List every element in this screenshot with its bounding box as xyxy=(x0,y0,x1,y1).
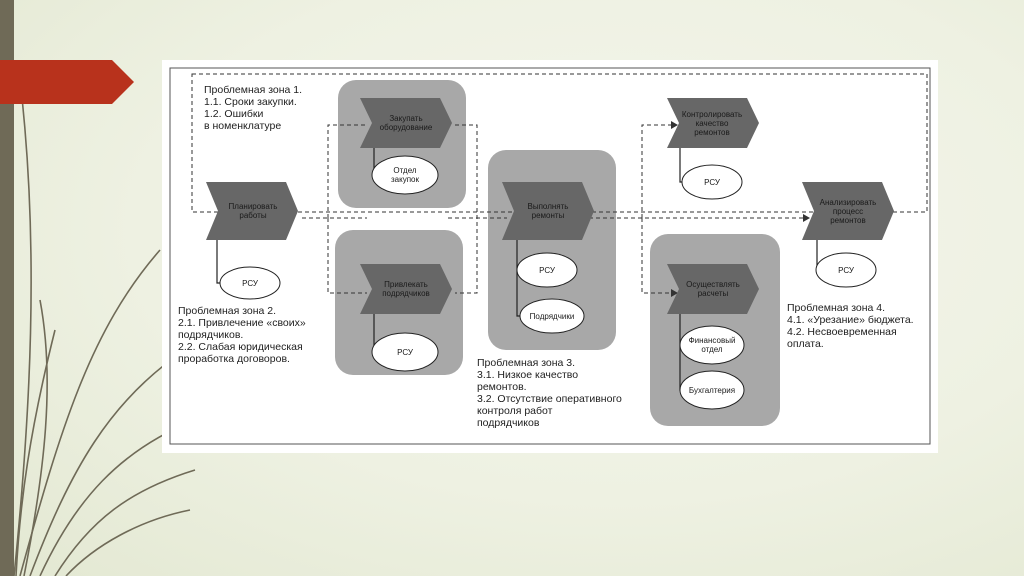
process-attract-label: Привлекать подрядчиков xyxy=(382,280,430,298)
ellipse-rsu-analyze xyxy=(815,252,877,288)
chevron-attract-shape xyxy=(360,264,452,314)
process-settle-label: Осуществлять расчеты xyxy=(686,280,740,298)
unit-rsu-control: РСУ xyxy=(704,177,720,187)
ellipse-rsu-control xyxy=(681,164,743,200)
unit-ellipses xyxy=(219,155,877,410)
ellipse-rsu-attract xyxy=(371,332,439,372)
problem-zone-4: Проблемная зона 4. 4.1. «Урезание» бюдже… xyxy=(787,302,914,350)
unit-procurement: Отдел закупок xyxy=(391,166,419,184)
ellipse-procurement xyxy=(371,155,439,195)
ellipse-finance xyxy=(679,325,745,365)
process-plan-label: Планировать работы xyxy=(228,202,278,220)
ellipse-accounting xyxy=(679,370,745,410)
process-analyze-label: Анализировать процесс ремонтов xyxy=(819,197,877,225)
diagram-panel: Планировать работы Закупать оборудование… xyxy=(162,60,938,453)
chevron-execute-shape xyxy=(502,182,594,240)
unit-rsu-analyze: РСУ xyxy=(838,265,854,275)
unit-accounting: Бухгалтерия xyxy=(688,385,736,395)
process-execute-label: Выполнять ремонты xyxy=(527,202,569,220)
unit-rsu-plan: РСУ xyxy=(242,278,258,288)
problem-zone-3: Проблемная зона 3. 3.1. Низкое качество … xyxy=(477,357,622,429)
chevron-settle-shape xyxy=(667,264,759,314)
ellipse-rsu-plan xyxy=(219,266,281,300)
chevron-control-shape xyxy=(667,98,759,148)
unit-rsu-execute: РСУ xyxy=(539,265,555,275)
problem-zone-1: Проблемная зона 1. 1.1. Сроки закупки. 1… xyxy=(204,84,303,132)
process-purchase-label: Закупать оборудование xyxy=(379,114,433,132)
ellipse-rsu-execute xyxy=(516,252,578,288)
problem-zone-2: Проблемная зона 2. 2.1. Привлечение «сво… xyxy=(178,305,306,365)
unit-finance: Финансовый отдел xyxy=(688,336,736,354)
process-control-label: Контролировать качество ремонтов xyxy=(681,109,743,137)
red-arrow-accent xyxy=(0,60,134,104)
chevron-purchase-shape xyxy=(360,98,452,148)
chevron-analyze-shape xyxy=(802,182,894,240)
chevron-plan-shape xyxy=(206,182,298,240)
ellipse-contractors xyxy=(519,298,585,334)
left-decor-strip xyxy=(0,0,14,576)
unit-contractors: Подрядчики xyxy=(529,311,575,321)
unit-rsu-attract: РСУ xyxy=(397,347,413,357)
